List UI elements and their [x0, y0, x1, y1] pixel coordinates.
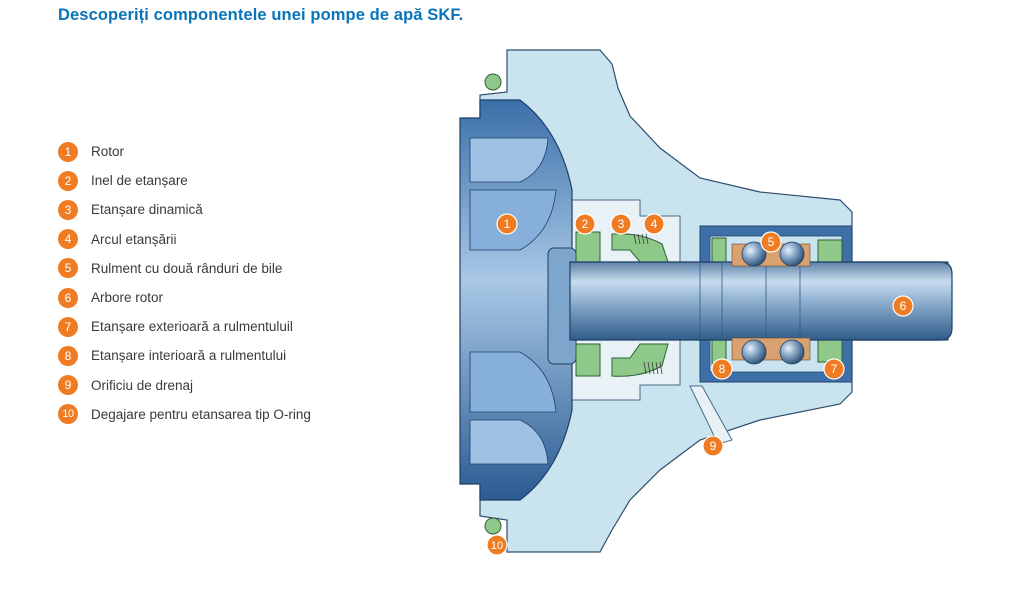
o-ring-upper [484, 73, 502, 91]
bearing-ball [741, 339, 767, 365]
callout-10: 10 [486, 534, 508, 556]
legend-item-bearing: 5 Rulment cu două rânduri de bile [58, 254, 311, 283]
legend-item-dynamic-seal: 3 Etanșare dinamică [58, 195, 311, 224]
legend-number-badge: 7 [58, 316, 78, 337]
legend-item-drain-hole: 9 Orificiu de drenaj [58, 371, 311, 400]
legend-number-badge: 3 [58, 199, 78, 220]
callout-label: 9 [710, 439, 717, 453]
shaft-grooves [699, 262, 801, 340]
legend-number-badge: 9 [58, 375, 78, 396]
legend-item-oring-groove: 10 Degajare pentru etansarea tip O-ring [58, 400, 311, 429]
bearing-ball [741, 241, 767, 267]
dynamic-seal-lower [611, 343, 669, 377]
callout-6: 6 [892, 295, 914, 317]
sealing-ring-upper [575, 231, 601, 263]
rotor-shaft [569, 261, 953, 341]
outer-bearing-seal-upper [817, 239, 843, 265]
callout-label: 10 [491, 540, 503, 552]
bearing-ball [779, 339, 805, 365]
callout-label: 6 [900, 299, 907, 313]
callout-label: 7 [831, 362, 838, 376]
legend-item-inner-bearing-seal: 8 Etanșare interioară a rulmentului [58, 341, 311, 370]
callout-label: 1 [504, 217, 511, 231]
legend-number-badge: 8 [58, 345, 78, 366]
legend-label: Arbore rotor [91, 290, 164, 306]
component-legend: 1 Rotor 2 Inel de etanșare 3 Etanșare dinam… [58, 137, 311, 429]
page-title: Descoperiți componentele unei pompe de a… [58, 6, 464, 24]
seal-spring-upper [633, 233, 649, 245]
callout-label: 5 [768, 235, 775, 249]
outer-bearing-seal-lower [817, 337, 843, 363]
legend-label: Etanșare exterioară a rulmentuluil [91, 319, 293, 335]
legend-label: Orificiu de drenaj [91, 377, 194, 393]
callout-5: 5 [760, 231, 782, 253]
rotor-vane [469, 351, 557, 413]
callout-1: 1 [496, 213, 518, 235]
legend-label: Inel de etanșare [91, 173, 188, 189]
legend-item-rotor: 1 Rotor [58, 137, 311, 166]
rotor-vane [469, 419, 549, 465]
legend-item-seal-spring: 4 Arcul etanșării [58, 225, 311, 254]
legend-number-badge: 2 [58, 170, 78, 191]
legend-label: Rotor [91, 144, 125, 160]
legend-label: Etanșare interioară a rulmentului [91, 348, 287, 364]
legend-label: Arcul etanșării [91, 231, 177, 247]
callout-2: 2 [574, 213, 596, 235]
callout-label: 2 [582, 217, 589, 231]
callout-label: 3 [618, 217, 625, 231]
callout-label: 4 [651, 217, 658, 231]
legend-label: Rulment cu două rânduri de bile [91, 260, 283, 276]
legend-item-shaft: 6 Arbore rotor [58, 283, 311, 312]
callout-3: 3 [610, 213, 632, 235]
rotor-vane [469, 137, 549, 183]
bearing-ball [779, 241, 805, 267]
callout-4: 4 [643, 213, 665, 235]
drain-hole [689, 385, 733, 445]
callout-7: 7 [823, 358, 845, 380]
legend-number-badge: 4 [58, 229, 78, 250]
o-ring-lower [484, 517, 502, 535]
seal-spring-lower [643, 361, 663, 375]
legend-number-badge: 6 [58, 287, 78, 308]
legend-number-badge: 1 [58, 141, 78, 162]
callout-label: 8 [719, 362, 726, 376]
legend-number-badge: 10 [58, 404, 78, 425]
legend-item-outer-bearing-seal: 7 Etanșare exterioară a rulmentuluil [58, 312, 311, 341]
legend-label: Degajare pentru etansarea tip O-ring [91, 406, 311, 422]
legend-label: Etanșare dinamică [91, 202, 203, 218]
callout-8: 8 [711, 358, 733, 380]
callout-9: 9 [702, 435, 724, 457]
legend-item-sealing-ring: 2 Inel de etanșare [58, 166, 311, 195]
legend-number-badge: 5 [58, 258, 78, 279]
sealing-ring-lower [575, 343, 601, 377]
